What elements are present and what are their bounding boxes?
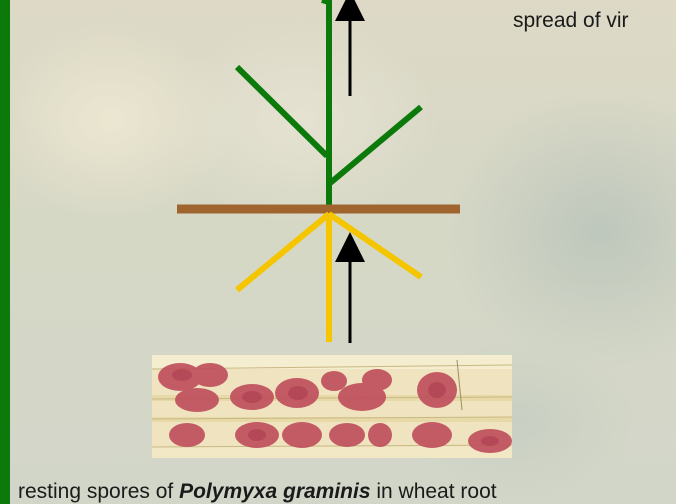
bottom-caption-prefix: resting spores of [18,480,179,503]
species-name: Polymyxa graminis [179,480,370,503]
root-spores-photo [152,355,512,458]
root-right [329,214,421,277]
spread-caption: spread of vir [513,9,629,33]
shoot-tip [322,0,329,2]
root-left [237,214,329,290]
plant-shoot-icon [237,0,421,207]
shoot-leaf-right [329,107,421,184]
plant-roots-icon [237,213,421,342]
bottom-caption-suffix: in wheat root [371,480,497,503]
bottom-caption: resting spores of Polymyxa graminis in w… [18,480,497,504]
shoot-leaf-left [237,67,327,156]
